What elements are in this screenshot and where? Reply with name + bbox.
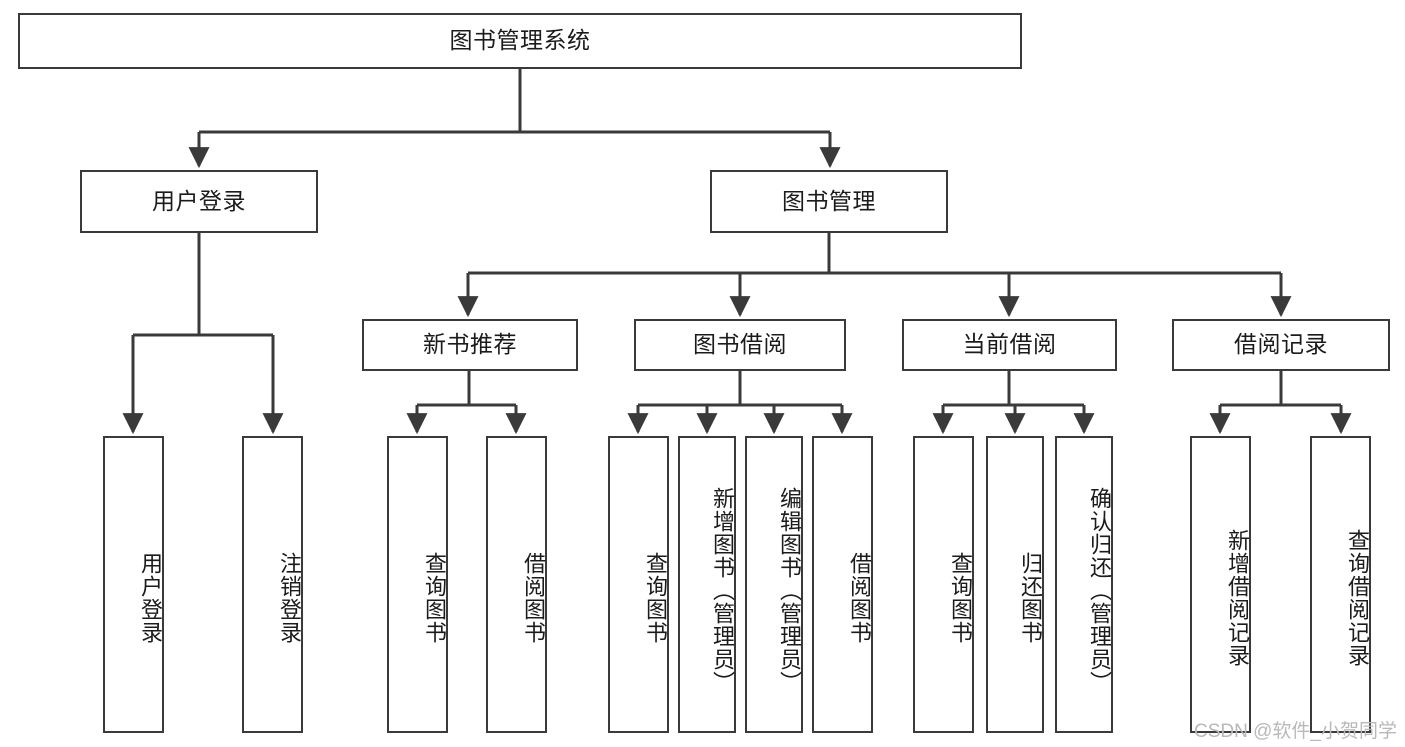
node-new-book-rec[interactable]: 新书推荐 xyxy=(362,319,578,371)
node-leaf-query-book-3-label: 查询图书 xyxy=(948,551,973,644)
node-borrow-record-label: 借阅记录 xyxy=(1234,331,1328,358)
node-user-login[interactable]: 用户登录 xyxy=(80,170,318,233)
node-current-borrow-label: 当前借阅 xyxy=(962,331,1057,358)
node-leaf-add-record-label: 新增借阅记录 xyxy=(1225,528,1250,667)
node-leaf-query-book-2[interactable]: 查询图书 xyxy=(608,436,669,733)
node-leaf-add-record[interactable]: 新增借阅记录 xyxy=(1190,436,1251,733)
node-leaf-borrow-book-2[interactable]: 借阅图书 xyxy=(812,436,873,733)
node-leaf-query-record[interactable]: 查询借阅记录 xyxy=(1310,436,1371,733)
node-book-manage-label: 图书管理 xyxy=(782,187,876,214)
node-leaf-borrow-book-1-label: 借阅图书 xyxy=(521,551,546,644)
node-new-book-rec-label: 新书推荐 xyxy=(423,331,517,358)
node-leaf-add-book[interactable]: 新增图书（管理员） xyxy=(678,436,736,733)
node-current-borrow[interactable]: 当前借阅 xyxy=(902,319,1117,371)
node-book-manage[interactable]: 图书管理 xyxy=(710,170,948,233)
node-leaf-return-book[interactable]: 归还图书 xyxy=(986,436,1044,733)
node-leaf-confirm-return-label: 确认归还（管理员） xyxy=(1087,487,1112,694)
watermark: CSDN @软件_小贺同学 xyxy=(1194,721,1397,742)
node-leaf-return-book-label: 归还图书 xyxy=(1018,551,1043,644)
node-leaf-query-book-1-label: 查询图书 xyxy=(422,551,447,644)
node-leaf-borrow-book-2-label: 借阅图书 xyxy=(847,551,872,644)
node-leaf-query-book-3[interactable]: 查询图书 xyxy=(913,436,974,733)
node-leaf-add-book-label: 新增图书（管理员） xyxy=(710,487,735,694)
node-leaf-edit-book-label: 编辑图书（管理员） xyxy=(777,487,802,694)
node-leaf-user-login-label: 用户登录 xyxy=(138,551,163,644)
node-leaf-query-book-1[interactable]: 查询图书 xyxy=(387,436,448,733)
node-borrow-record[interactable]: 借阅记录 xyxy=(1172,319,1390,371)
node-book-borrow[interactable]: 图书借阅 xyxy=(634,319,846,371)
node-leaf-query-record-label: 查询借阅记录 xyxy=(1345,528,1370,667)
node-leaf-user-logout-label: 注销登录 xyxy=(277,551,302,644)
node-leaf-confirm-return[interactable]: 确认归还（管理员） xyxy=(1055,436,1113,733)
node-user-login-label: 用户登录 xyxy=(152,187,246,214)
node-leaf-user-logout[interactable]: 注销登录 xyxy=(242,436,303,733)
node-leaf-query-book-2-label: 查询图书 xyxy=(643,551,668,644)
node-leaf-user-login[interactable]: 用户登录 xyxy=(103,436,164,733)
node-book-borrow-label: 图书借阅 xyxy=(693,331,787,358)
node-leaf-borrow-book-1[interactable]: 借阅图书 xyxy=(486,436,547,733)
node-root-label: 图书管理系统 xyxy=(449,27,591,54)
node-leaf-edit-book[interactable]: 编辑图书（管理员） xyxy=(745,436,803,733)
node-root[interactable]: 图书管理系统 xyxy=(18,13,1022,69)
